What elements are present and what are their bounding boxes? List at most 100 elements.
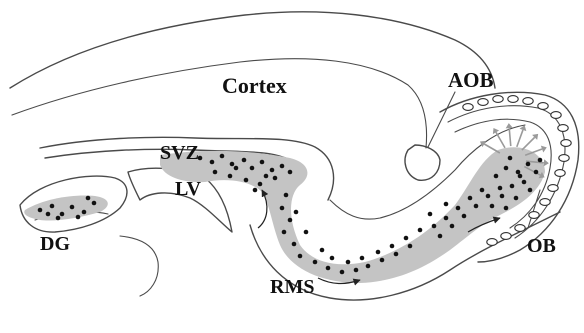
glomerulus-oval: [540, 199, 550, 206]
cell-dot: [320, 248, 325, 253]
cell-dot: [508, 156, 513, 161]
cell-dot: [376, 250, 381, 255]
label-aob: AOB: [448, 68, 494, 92]
cell-dot: [380, 258, 385, 263]
cell-dot: [500, 194, 505, 199]
cell-dot: [394, 252, 399, 257]
cell-dot: [282, 230, 287, 235]
glomerulus-oval: [501, 233, 511, 240]
cell-dot: [46, 212, 51, 217]
cell-dot: [450, 224, 455, 229]
cell-dot: [264, 174, 269, 179]
aob-outline: [405, 145, 440, 180]
glomerulus-oval: [555, 170, 565, 177]
migration-ray-head: [506, 123, 513, 128]
cell-dot: [474, 204, 479, 209]
glomerulus-oval: [559, 155, 569, 162]
cell-dot: [340, 270, 345, 275]
cell-dot: [538, 158, 543, 163]
cell-dot: [230, 162, 235, 167]
glomerulus-oval: [529, 212, 539, 219]
cell-dot: [50, 204, 55, 209]
cell-dot: [480, 188, 485, 193]
aob-pointer-line: [428, 92, 455, 147]
cell-dot: [514, 196, 519, 201]
cell-dot: [298, 254, 303, 259]
migration-ray: [496, 132, 505, 148]
label-cortex: Cortex: [222, 73, 287, 98]
cell-dot: [250, 166, 255, 171]
lower-brain-contour: [120, 236, 158, 296]
cell-dot: [444, 202, 449, 207]
cell-dot: [468, 196, 473, 201]
cortex-inner-outline: [12, 59, 427, 148]
glomerulus-oval: [493, 96, 503, 103]
cell-dot: [292, 242, 297, 247]
cell-dot: [258, 182, 263, 187]
glomerulus-oval: [463, 104, 473, 111]
cell-dot: [234, 166, 239, 171]
cell-dot: [313, 260, 318, 265]
cell-dot: [504, 206, 509, 211]
glomerulus-oval: [561, 140, 571, 147]
cell-dot: [504, 166, 509, 171]
cell-dot: [70, 205, 75, 210]
cell-dot: [280, 164, 285, 169]
glomerulus-oval: [523, 98, 533, 105]
glomerulus-oval: [558, 125, 568, 132]
glomerulus-oval: [551, 112, 561, 119]
cell-dot: [360, 256, 365, 261]
cell-dot: [60, 212, 65, 217]
cell-dot: [82, 210, 87, 215]
cell-dot: [516, 170, 521, 175]
label-lv: LV: [175, 178, 202, 200]
label-ob: OB: [527, 235, 556, 257]
cell-dot: [242, 158, 247, 163]
cell-dot: [273, 176, 278, 181]
cell-dot: [92, 201, 97, 206]
cell-dot: [346, 260, 351, 265]
cell-dot: [438, 234, 443, 239]
glomerulus-oval: [487, 239, 497, 246]
cell-dot: [326, 266, 331, 271]
cell-dot: [220, 154, 225, 159]
cell-dot: [56, 216, 61, 221]
cell-dot: [354, 268, 359, 273]
cell-dot: [418, 228, 423, 233]
cell-dot: [456, 206, 461, 211]
cell-dot: [210, 160, 215, 165]
cell-dot: [444, 216, 449, 221]
cell-dot: [518, 174, 523, 179]
cell-dot: [330, 256, 335, 261]
migration-ray: [484, 144, 500, 153]
migration-ray: [522, 137, 535, 150]
migration-ray: [509, 128, 511, 146]
cell-dot: [428, 212, 433, 217]
glomerulus-oval: [548, 185, 558, 192]
glomerulus-oval: [515, 225, 525, 232]
cell-dot: [288, 170, 293, 175]
svz-rms-stream: [160, 147, 545, 283]
cell-dot: [462, 214, 467, 219]
migration-ray-head: [544, 159, 549, 166]
cell-dot: [432, 224, 437, 229]
label-dg: DG: [40, 233, 70, 255]
cell-dot: [228, 174, 233, 179]
cell-dot: [304, 230, 309, 235]
glomerulus-oval: [478, 99, 488, 106]
cell-dot: [244, 178, 249, 183]
cell-dot: [76, 215, 81, 220]
cell-dot: [494, 174, 499, 179]
cell-dot: [528, 188, 533, 193]
dg-region: [24, 196, 108, 221]
cell-dot: [522, 180, 527, 185]
cell-dot: [288, 218, 293, 223]
cell-dot: [534, 170, 539, 175]
label-svz: SVZ: [160, 142, 199, 164]
cell-dot: [253, 188, 258, 193]
cell-dot: [284, 193, 289, 198]
cell-dot: [294, 210, 299, 215]
cell-dot: [280, 206, 285, 211]
cell-dot: [498, 186, 503, 191]
